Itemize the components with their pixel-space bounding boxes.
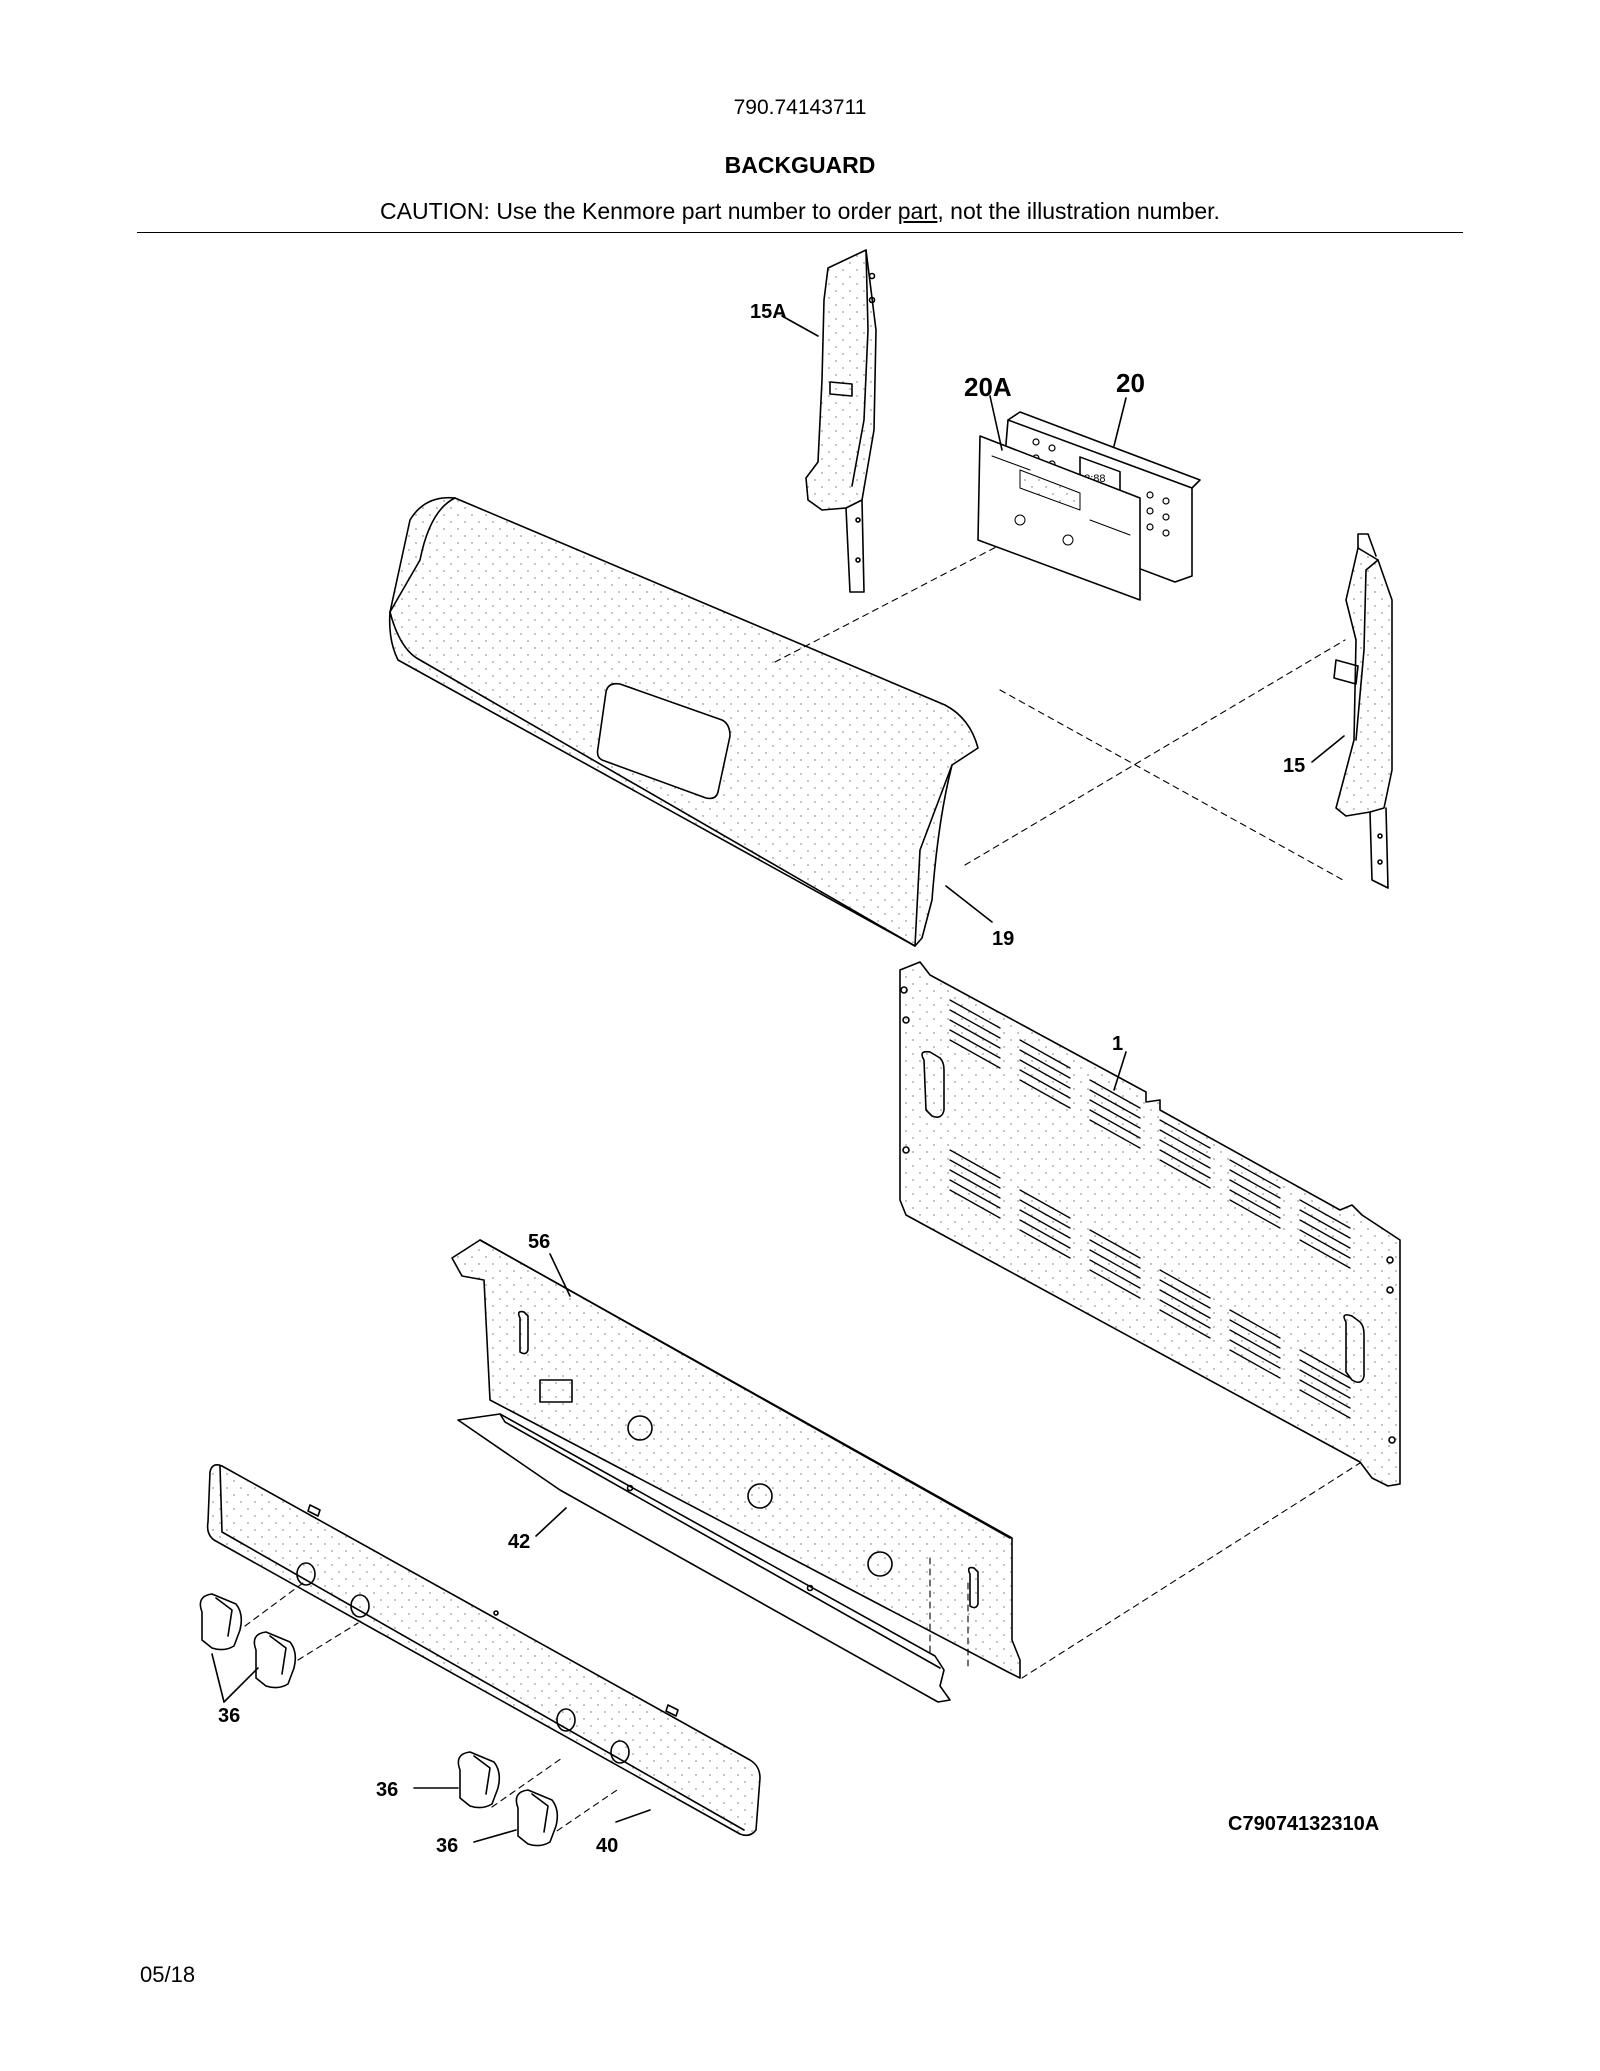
figure-code: C79074132310A: [1228, 1813, 1380, 1835]
knob-panel-40: [206, 1464, 761, 1837]
revision-date: 05/18: [140, 1962, 196, 1987]
knob-36: [199, 1593, 559, 1847]
side-bracket-15A: [805, 249, 877, 593]
leader-lines: [211, 315, 1345, 1843]
callout-20A: 20A: [964, 372, 1012, 402]
callout-36-lower: 36: [436, 1835, 458, 1857]
callout-36-left: 36: [218, 1705, 240, 1727]
side-bracket-15: [1333, 533, 1393, 889]
section-title: BACKGUARD: [724, 152, 876, 178]
caution-link: part: [897, 198, 938, 224]
callout-42: 42: [508, 1531, 530, 1553]
callout-40: 40: [596, 1835, 618, 1857]
callout-19: 19: [992, 928, 1014, 950]
overlay-panel-20A: [977, 435, 1141, 601]
callout-15A: 15A: [750, 301, 787, 323]
callout-15: 15: [1283, 755, 1305, 777]
trim-strip-42: [457, 1413, 951, 1703]
caution-prefix: CAUTION: Use the Kenmore part number to …: [380, 198, 898, 224]
header-divider: [137, 232, 1463, 233]
control-panel-19: [388, 496, 979, 947]
callout-56: 56: [528, 1231, 550, 1253]
rear-panel-1: [899, 961, 1401, 1487]
manifold-panel-56: [451, 1239, 1021, 1679]
callout-36-middle: 36: [376, 1779, 398, 1801]
caution-note: CAUTION: Use the Kenmore part number to …: [0, 198, 1600, 225]
caution-suffix: , not the illustration number.: [937, 198, 1220, 224]
model-number: 790.74143711: [733, 96, 867, 119]
callout-20: 20: [1116, 368, 1145, 398]
callout-1: 1: [1112, 1033, 1123, 1055]
